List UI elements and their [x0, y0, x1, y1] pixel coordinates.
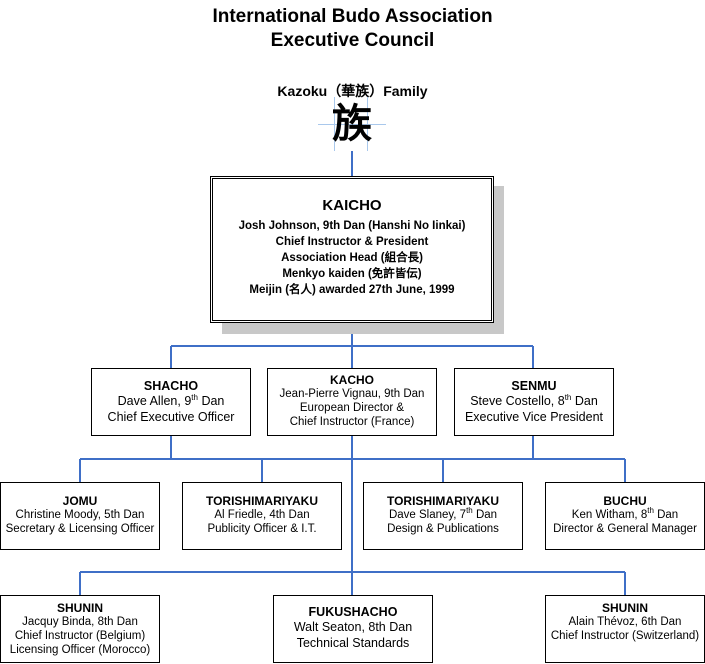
senmu-role: Executive Vice President [464, 410, 604, 424]
title-line-2: Executive Council [270, 30, 435, 51]
jomu-line: Secretary & Licensing Officer [5, 523, 155, 535]
kaicho-line: Josh Johnson, 9th Dan (Hanshi No Iinkai) [238, 220, 466, 232]
kaicho-line: Meijin (名人) awarded 27th June, 1999 [249, 284, 455, 296]
shacho-box: SHACHO Dave Allen, 9th Dan Chief Executi… [91, 368, 251, 436]
shacho-name-suffix: Dan [197, 394, 225, 408]
senmu-name-sup: th [564, 392, 572, 402]
senmu-name: Steve Costello, 8th Dan [455, 393, 613, 409]
torishimariyaku-1-title: TORISHIMARIYAKU [205, 494, 318, 508]
torishimariyaku-2-name: Dave Slaney, 7th Dan [364, 506, 522, 522]
shacho-role: Chief Executive Officer [107, 410, 235, 424]
kacho-line: European Director & [299, 402, 405, 414]
fukushacho-title: FUKUSHACHO [308, 605, 398, 619]
kaicho-title: KAICHO [322, 197, 382, 214]
buchu-name-suffix: Dan [653, 509, 679, 521]
buchu-box: BUCHU Ken Witham, 8th Dan Director & Gen… [545, 482, 705, 550]
torishimariyaku-1-box: TORISHIMARIYAKU Al Friedle, 4th Dan Publ… [182, 482, 342, 550]
torishimariyaku-2-name-text: Dave Slaney, 7 [388, 509, 467, 521]
senmu-name-suffix: Dan [571, 394, 598, 408]
shunin-1-title: SHUNIN [56, 601, 103, 615]
shunin-2-line: Chief Instructor (Switzerland) [550, 630, 700, 642]
shacho-name-text: Dave Allen, 9 [117, 394, 192, 408]
shunin-1-box: SHUNIN Jacquy Binda, 8th Dan Chief Instr… [0, 595, 160, 663]
torishimariyaku-2-box: TORISHIMARIYAKU Dave Slaney, 7th Dan Des… [363, 482, 523, 550]
buchu-role: Director & General Manager [553, 523, 697, 535]
senmu-title: SENMU [511, 379, 557, 393]
fukushacho-line: Technical Standards [296, 636, 410, 650]
jomu-line: Christine Moody, 5th Dan [15, 509, 145, 521]
family-label: Kazoku（華族）Family [277, 83, 428, 99]
jomu-title: JOMU [62, 494, 98, 508]
kacho-box: KACHO Jean-Pierre Vignau, 9th Dan Europe… [267, 368, 437, 436]
senmu-name-text: Steve Costello, 8 [470, 394, 565, 408]
shunin-2-line: Alain Thévoz, 6th Dan [568, 616, 682, 628]
kacho-line: Jean-Pierre Vignau, 9th Dan [279, 388, 425, 400]
torishimariyaku-1-line: Al Friedle, 4th Dan [214, 509, 310, 521]
torishimariyaku-1-line: Publicity Officer & I.T. [207, 523, 317, 535]
torishimariyaku-2-title: TORISHIMARIYAKU [386, 494, 499, 508]
torishimariyaku-2-name-sup: th [466, 506, 473, 516]
senmu-box: SENMU Steve Costello, 8th Dan Executive … [454, 368, 614, 436]
buchu-name-text: Ken Witham, 8 [571, 509, 648, 521]
chart-title: International Budo Association Executive… [0, 5, 705, 53]
title-line-1: International Budo Association [212, 6, 493, 27]
buchu-name: Ken Witham, 8th Dan [546, 506, 704, 522]
shunin-2-box: SHUNIN Alain Thévoz, 6th Dan Chief Instr… [545, 595, 705, 663]
kanji-character: 族 [332, 101, 372, 147]
shunin-2-title: SHUNIN [601, 601, 648, 615]
jomu-box: JOMU Christine Moody, 5th Dan Secretary … [0, 482, 160, 550]
kaicho-box: KAICHO Josh Johnson, 9th Dan (Hanshi No … [210, 176, 494, 323]
buchu-title: BUCHU [603, 494, 647, 508]
kaicho-line: Menkyo kaiden (免許皆伝) [282, 268, 422, 280]
fukushacho-line: Walt Seaton, 8th Dan [293, 620, 413, 634]
shunin-1-line: Licensing Officer (Morocco) [9, 644, 151, 656]
kaicho-line: Chief Instructor & President [275, 236, 429, 248]
shacho-title: SHACHO [143, 379, 199, 393]
shacho-name: Dave Allen, 9th Dan [92, 393, 250, 409]
shunin-1-line: Jacquy Binda, 8th Dan [22, 616, 138, 628]
shunin-1-line: Chief Instructor (Belgium) [14, 630, 146, 642]
kanji-family-icon: 族 [318, 97, 386, 151]
kacho-line: Chief Instructor (France) [289, 416, 415, 428]
fukushacho-box: FUKUSHACHO Walt Seaton, 8th Dan Technica… [273, 595, 433, 663]
shacho-name-sup: th [191, 392, 198, 402]
kacho-title: KACHO [330, 373, 374, 387]
kaicho-line: Association Head (組合長) [281, 252, 423, 264]
torishimariyaku-2-role: Design & Publications [387, 523, 499, 535]
buchu-name-sup: th [647, 506, 654, 516]
torishimariyaku-2-name-suffix: Dan [472, 509, 498, 521]
